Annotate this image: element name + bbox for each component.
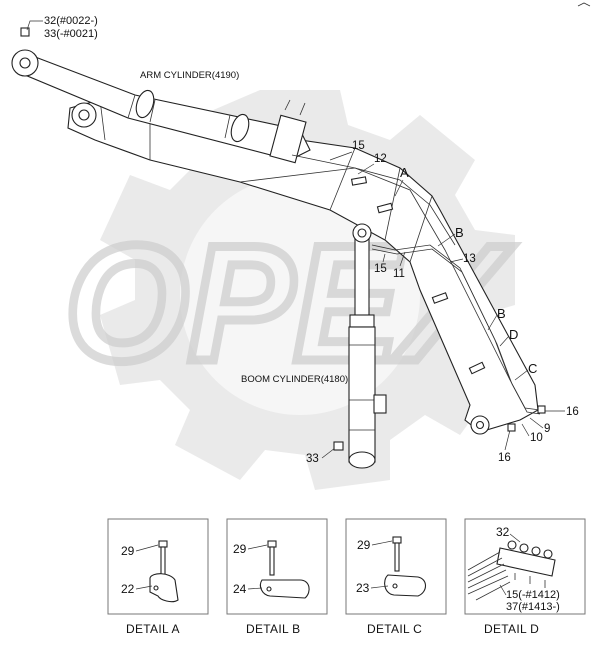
callout-32-33: 32(#0022-) 33(-#0021) <box>20 15 98 40</box>
callout-15-top: 15 <box>352 140 365 152</box>
callout-11: 11 <box>393 268 405 280</box>
callout-b-top: B <box>455 225 464 240</box>
detail-b-bolt: 29 <box>233 542 247 556</box>
arm-cylinder <box>11 49 311 164</box>
callout-15-mid: 15 <box>374 263 387 275</box>
detail-c-box: 29 23 <box>345 518 447 615</box>
main-callouts: 15 12 A B 13 15 11 B D C 16 9 10 16 33 <box>306 140 579 465</box>
detail-c-caption: DETAIL C <box>367 622 423 636</box>
callout-33: 33 <box>306 453 319 465</box>
detail-a-bolt: 29 <box>121 544 135 558</box>
callout-13: 13 <box>463 253 476 265</box>
detail-c-bolt: 29 <box>357 538 371 552</box>
detail-a-caption: DETAIL A <box>126 622 180 636</box>
callout-33-text: 33(-#0021) <box>44 28 98 40</box>
boom <box>67 99 539 435</box>
detail-c-clamp: 23 <box>356 581 370 595</box>
detail-d-caption: DETAIL D <box>484 622 540 636</box>
detail-d-line2: 37(#1413-) <box>506 601 560 613</box>
detail-b-clamp: 24 <box>233 582 247 596</box>
detail-b-box: 29 24 <box>226 518 328 615</box>
boom-cylinder <box>348 223 387 469</box>
callout-a: A <box>400 165 409 180</box>
callout-10: 10 <box>530 432 543 444</box>
detail-d-top: 32 <box>496 525 510 539</box>
detail-a-clamp: 22 <box>121 582 135 596</box>
arm-cylinder-label: ARM CYLINDER(4190) <box>140 70 239 81</box>
callout-12: 12 <box>374 153 387 165</box>
detail-d-line1: 15(-#1412) <box>506 589 560 601</box>
detail-a-box: 29 22 <box>107 518 209 615</box>
callout-c: C <box>528 361 537 376</box>
detail-b-caption: DETAIL B <box>246 622 301 636</box>
callout-d: D <box>509 327 518 342</box>
boom-cylinder-label: BOOM CYLINDER(4180) <box>241 374 348 385</box>
callout-32-text: 32(#0022-) <box>44 15 98 27</box>
detail-d-box: 32 15(-#1412) 37(#1413-) <box>464 518 586 615</box>
corner-mark <box>577 2 591 7</box>
callout-b-mid: B <box>497 306 506 321</box>
callout-16-right: 16 <box>566 406 579 418</box>
callout-16-bottom: 16 <box>498 452 511 464</box>
hose-lines <box>291 154 541 415</box>
callout-9: 9 <box>544 423 550 435</box>
